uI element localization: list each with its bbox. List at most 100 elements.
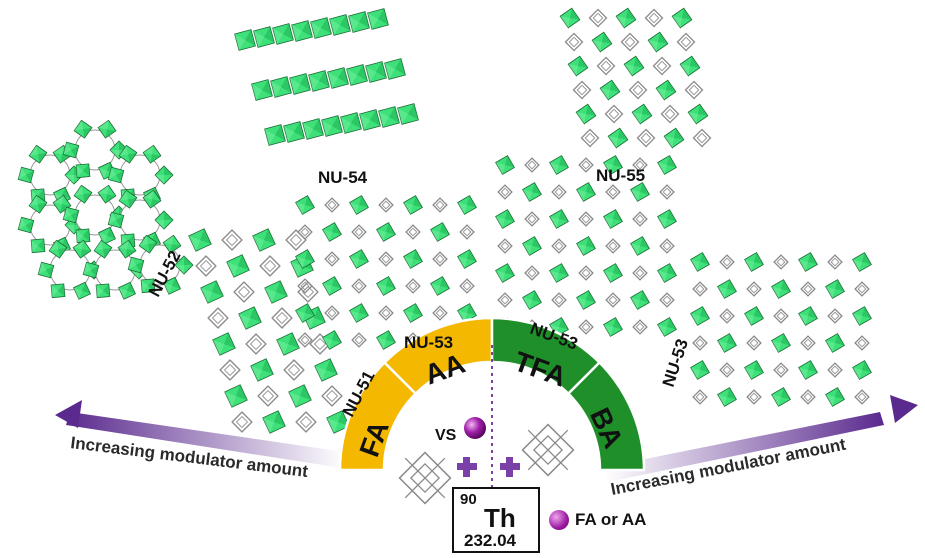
polyhedron	[679, 55, 701, 77]
linker-wireframe	[521, 423, 575, 477]
polyhedron	[403, 195, 423, 215]
polyhedron	[251, 79, 273, 101]
polyhedron	[62, 141, 80, 159]
linker-ring	[221, 229, 243, 251]
polyhedron	[348, 11, 370, 33]
linker-ring	[321, 385, 343, 407]
linker-ring	[827, 308, 843, 324]
polyhedron	[17, 216, 35, 234]
linker-ring	[692, 281, 708, 297]
polyhedron	[657, 209, 677, 229]
polyhedron	[349, 249, 369, 269]
linker-ring	[233, 281, 255, 303]
polyhedron	[138, 234, 158, 254]
linker-ring	[636, 128, 656, 148]
polyhedron	[690, 252, 710, 272]
polyhedron	[376, 330, 396, 350]
label-nu55: NU-55	[596, 166, 645, 185]
linker-ring	[632, 211, 648, 227]
polyhedron	[495, 155, 515, 175]
polyhedron	[576, 236, 596, 256]
nu55-structure	[559, 7, 712, 149]
linker-right	[521, 423, 575, 477]
linker-ring	[551, 184, 567, 200]
linker-wireframe	[398, 451, 452, 505]
polyhedron	[73, 184, 93, 204]
polyhedron	[603, 263, 623, 283]
polyhedron	[327, 67, 349, 89]
polyhedron	[798, 360, 818, 380]
linker-ring	[564, 32, 584, 52]
polyhedron	[107, 211, 125, 229]
polyhedron	[272, 23, 294, 45]
atomic-mass: 232.04	[464, 531, 516, 550]
linker-ring	[605, 184, 621, 200]
polyhedron	[62, 206, 80, 224]
polyhedron	[631, 103, 653, 125]
polyhedron	[75, 163, 91, 179]
polyhedron	[302, 118, 324, 140]
polyhedron	[322, 222, 342, 242]
polyhedron	[359, 109, 381, 131]
polyhedron	[825, 279, 845, 299]
polyhedron	[314, 358, 338, 382]
linker-ring	[195, 255, 217, 277]
modulator-legend: FA or AA	[549, 510, 646, 530]
polyhedron	[37, 261, 55, 279]
polyhedron	[73, 281, 91, 300]
modulator-arc	[338, 316, 646, 472]
polyhedron	[154, 165, 174, 185]
polyhedron	[403, 303, 423, 323]
polyhedron	[744, 360, 764, 380]
polyhedron	[603, 209, 623, 229]
arc-segment	[566, 360, 646, 472]
polyhedron	[73, 119, 93, 139]
polyhedron	[798, 306, 818, 326]
polyhedron	[663, 127, 685, 149]
polyhedron	[349, 303, 369, 323]
polyhedron	[655, 79, 677, 101]
polyhedron	[283, 121, 305, 143]
linker-ring	[219, 359, 241, 381]
plus-icon-right	[500, 457, 520, 477]
linker-ring	[644, 8, 664, 28]
polyhedron	[717, 279, 737, 299]
polyhedron	[495, 263, 515, 283]
polyhedron	[346, 64, 368, 86]
linker-left	[398, 451, 452, 505]
polyhedron	[291, 20, 313, 42]
linker-ring	[497, 184, 513, 200]
polyhedron	[17, 166, 35, 184]
polyhedron	[607, 127, 629, 149]
linker-ring	[524, 211, 540, 227]
linker-ring	[596, 56, 616, 76]
polyhedron	[238, 306, 262, 330]
polyhedron	[522, 182, 542, 202]
polyhedron	[576, 290, 596, 310]
polyhedron	[95, 283, 111, 299]
polyhedron	[378, 106, 400, 128]
linker-ring	[605, 238, 621, 254]
linker-ring	[800, 335, 816, 351]
linker-ring	[497, 238, 513, 254]
polyhedron	[365, 61, 387, 83]
polyhedron	[188, 228, 212, 252]
nu53-mid-structure	[495, 155, 677, 337]
label-nu54: NU-54	[318, 168, 368, 187]
linker-ring	[405, 278, 421, 294]
polyhedron	[234, 29, 256, 51]
polyhedron	[276, 332, 300, 356]
linker-ring	[604, 104, 624, 124]
polyhedron	[549, 155, 569, 175]
linker-ring	[719, 308, 735, 324]
linker-ring	[524, 265, 540, 281]
polyhedron	[127, 256, 145, 274]
polyhedron	[253, 26, 275, 48]
polyhedron	[852, 360, 872, 380]
nu52-structure	[17, 119, 194, 300]
left-arrow	[55, 400, 345, 468]
linker-ring	[297, 224, 313, 240]
linker-ring	[659, 184, 675, 200]
linker-ring	[297, 332, 313, 348]
polyhedron	[717, 333, 737, 353]
